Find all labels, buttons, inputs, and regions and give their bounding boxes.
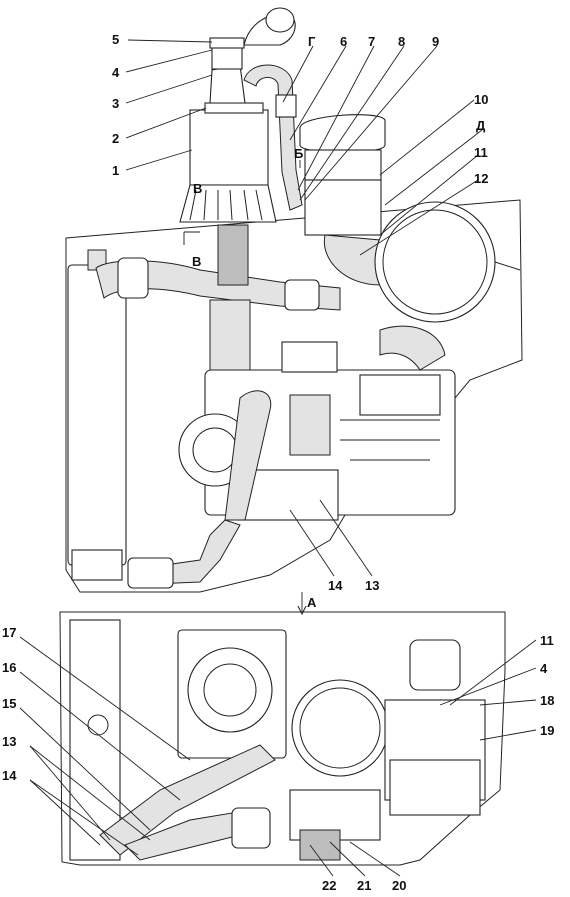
callout-19: 19 [540,723,554,738]
fan-shroud [177,629,287,759]
round-filter [291,679,389,777]
callout-10: 10 [474,92,488,107]
top-view: 5 4 3 2 1 Г 6 7 8 9 10 Д 11 12 Б В В 14 … [65,7,523,593]
callout-4b: 4 [540,661,548,676]
callout-17: 17 [2,625,16,640]
callout-4: 4 [112,65,120,80]
top-leaders [125,39,483,577]
lower-ducts [99,744,276,861]
box-filter [384,639,486,816]
callout-6: 6 [340,34,347,49]
connecting-hose [243,64,303,211]
callout-18: 18 [540,693,554,708]
view-arrow-a: А [297,592,317,616]
callout-15: 15 [2,696,16,711]
callout-g: Г [308,34,316,49]
callout-20: 20 [392,878,406,893]
callout-14: 14 [328,578,343,593]
callout-13b: 13 [2,734,16,749]
callout-v-bottom: В [192,254,201,269]
callout-b: Б [294,146,303,161]
callout-13: 13 [365,578,379,593]
callout-2: 2 [112,131,119,146]
callout-9: 9 [432,34,439,49]
radiator-side [69,619,121,861]
callout-11b: 11 [540,633,554,648]
air-cleaner-right [299,114,386,286]
bottom-frame-outline [59,611,506,866]
callout-1: 1 [112,163,119,178]
diagonal-duct [127,390,272,589]
bottom-view: 17 16 15 13 14 11 4 18 19 20 21 22 [2,611,554,893]
callout-5: 5 [112,32,119,47]
callout-7: 7 [368,34,375,49]
callout-12: 12 [474,171,488,186]
callout-d: Д [476,118,486,133]
callout-16: 16 [2,660,16,675]
callout-21: 21 [357,878,371,893]
air-filter [179,109,277,223]
round-cleaner [374,201,521,323]
callout-v-top: В [193,181,202,196]
callout-3: 3 [112,96,119,111]
callout-a: А [307,595,317,610]
callout-14b: 14 [2,768,17,783]
controls-cluster [289,789,381,861]
callout-22: 22 [322,878,336,893]
callout-11: 11 [474,145,488,160]
bottom-leaders [19,636,537,877]
callout-8: 8 [398,34,405,49]
radiator [67,249,127,581]
